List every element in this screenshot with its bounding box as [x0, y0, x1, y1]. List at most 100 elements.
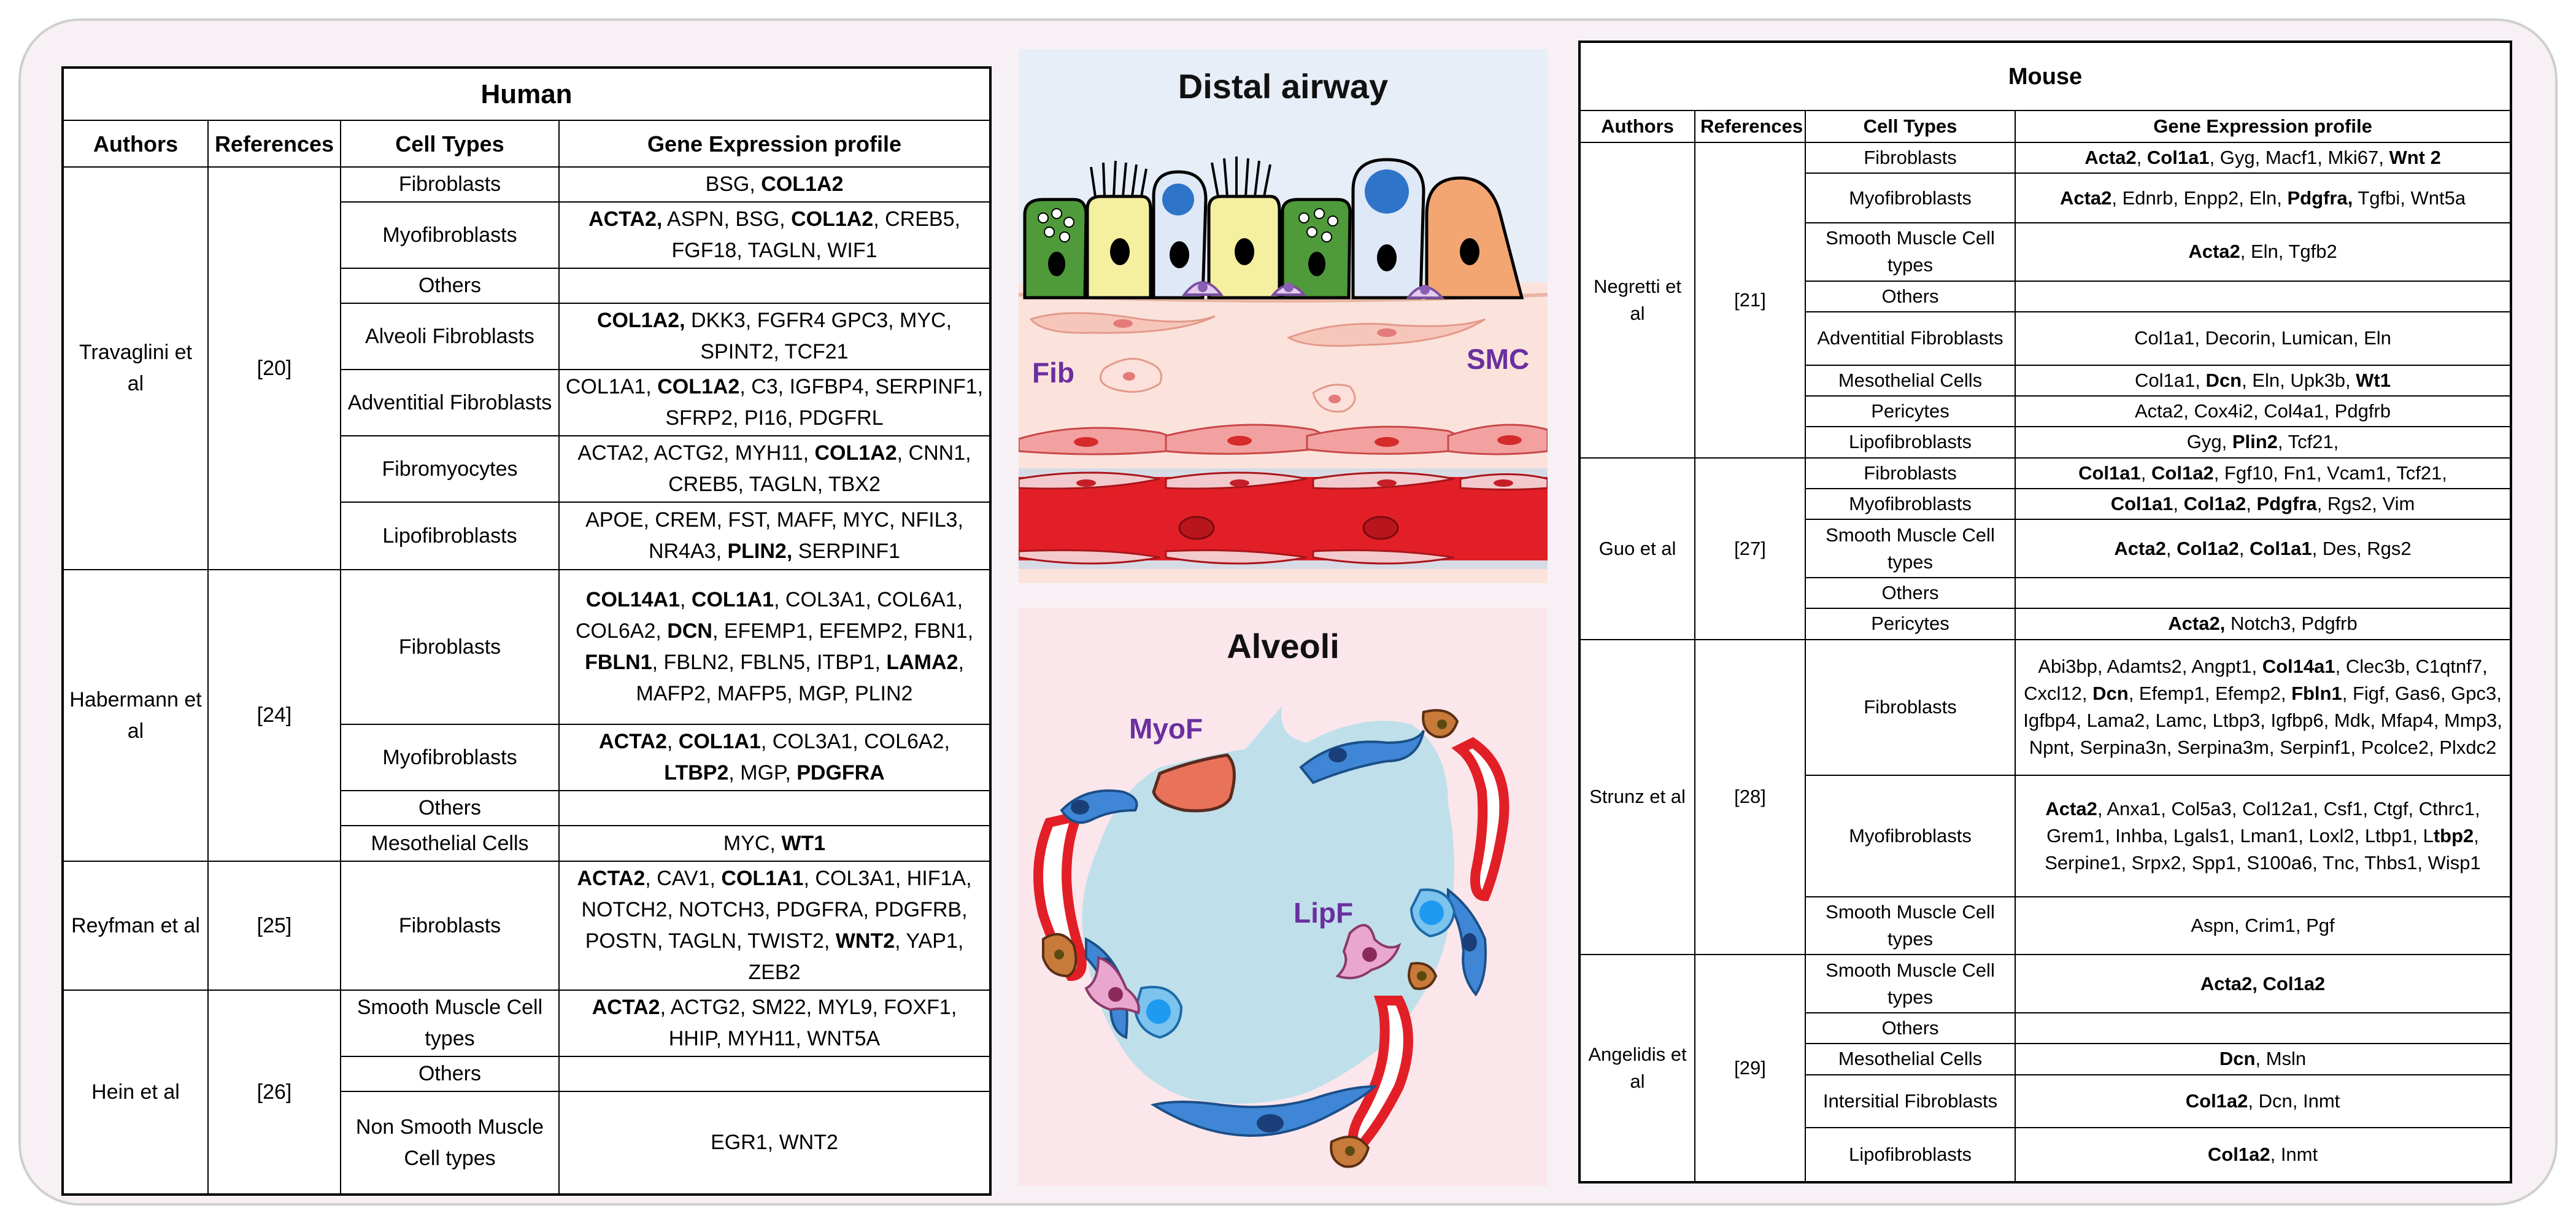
highlighted-gene: Col1a2 — [2151, 462, 2214, 484]
highlighted-gene: Col1a1 — [2110, 493, 2173, 515]
highlighted-gene: FBLN1 — [585, 651, 652, 674]
gene-expression-cell: Col1a1, Col1a2, Fgf10, Fn1, Vcam1, Tcf21… — [2014, 457, 2512, 489]
cell-type-cell: Mesothelial Cells — [1805, 364, 2016, 397]
gene-expression-cell: Acta2, Col1a1, Gyg, Macf1, Mki67, Wnt 2 — [2014, 141, 2512, 174]
highlighted-gene: COL1A2, — [596, 309, 685, 332]
table-row: Others — [1579, 576, 2512, 610]
cell-type-cell: Non Smooth Muscle Cell types — [340, 1091, 560, 1195]
highlighted-gene: Col1a1 — [2078, 462, 2141, 484]
gene-expression-cell: Col1a1, Decorin, Lumican, Eln — [2014, 311, 2512, 366]
header-references: References — [1694, 110, 1806, 143]
cell-type-cell: Smooth Muscle Cell types — [1805, 519, 2016, 578]
epithelial-cells — [1023, 157, 1524, 300]
highlighted-gene: COL14A1 — [585, 588, 680, 611]
cell-type-cell: Intersitial Fibroblasts — [1805, 1074, 2016, 1129]
fibroblasts — [1029, 312, 1486, 413]
gene-expression-cell: ACTA2, CAV1, COL1A1, COL3A1, HIF1A, NOTC… — [558, 861, 991, 991]
table-row: Others — [63, 790, 991, 826]
highlighted-gene: Dcn — [2219, 1048, 2256, 1070]
distal-airway-illustration — [1019, 49, 1548, 583]
gene-expression-cell — [2014, 280, 2512, 312]
gene-expression-cell: COL1A1, COL1A2, C3, IGFBP4, SERPINF1, SF… — [558, 369, 991, 436]
highlighted-gene: DCN — [667, 619, 712, 643]
gene-expression-cell: Acta2, Eln, Tgfb2 — [2014, 222, 2512, 282]
table-row: Angelidis et al[29]Smooth Muscle Cell ty… — [1579, 954, 2512, 1183]
reference-cell: [29] — [1694, 954, 1806, 1183]
highlighted-gene: Col14a1 — [2262, 656, 2335, 678]
cell-type-cell: Others — [340, 1056, 560, 1092]
cell-type-cell: Myofibroblasts — [340, 724, 560, 791]
gene-expression-cell — [2014, 576, 2512, 610]
highlighted-gene: COL1A1 — [721, 867, 804, 890]
highlighted-gene: COL1A2 — [657, 375, 740, 398]
smooth-muscle-cells — [1019, 424, 1548, 455]
gene-expression-cell: ACTA2, ACTG2, SM22, MYL9, FOXF1, HHIP, M… — [558, 990, 991, 1057]
cell-type-cell: Fibroblasts — [340, 569, 560, 725]
gene-expression-cell — [558, 1056, 991, 1092]
gene-expression-cell: Acta2, Col1a2, Col1a1, Des, Rgs2 — [2014, 519, 2512, 578]
alveolar-type1-cells — [1060, 729, 1487, 1137]
highlighted-gene: Acta2 — [2084, 147, 2137, 169]
highlighted-gene: Pdgfra — [2256, 493, 2317, 515]
header-authors: Authors — [62, 120, 209, 168]
gene-expression-cell: COL14A1, COL1A1, COL3A1, COL6A1, COL6A2,… — [558, 569, 991, 725]
cell-type-cell: Myofibroblasts — [1805, 487, 2016, 521]
highlighted-gene: Dcn — [2092, 683, 2129, 705]
author-cell: Travaglini et al — [62, 166, 209, 570]
cell-type-cell: Smooth Muscle Cell types — [340, 990, 560, 1057]
highlighted-gene: COL1A2 — [791, 207, 874, 231]
highlighted-gene: Acta2, Col1a2 — [2200, 972, 2326, 994]
cell-type-cell: Myofibroblasts — [1805, 172, 2016, 223]
highlighted-gene: Col1a2 — [2177, 537, 2239, 559]
table-row: Others — [1579, 280, 2512, 312]
cell-type-cell: Lipofibroblasts — [1805, 1127, 2016, 1183]
highlighted-gene: Pdgfra, — [2287, 187, 2353, 209]
author-cell: Guo et al — [1579, 457, 1695, 640]
cell-type-cell: Fibroblasts — [1805, 141, 2016, 174]
cell-type-cell: Pericytes — [1805, 395, 2016, 428]
highlighted-gene: Col1a1 — [2250, 537, 2312, 559]
gene-expression-cell: BSG, COL1A2 — [558, 166, 991, 203]
cell-type-cell: Lipofibroblasts — [1805, 426, 2016, 459]
author-cell: Reyfman et al — [62, 861, 209, 991]
highlighted-gene: Acta2 — [2188, 241, 2240, 263]
highlighted-gene: Acta2 — [2045, 797, 2097, 819]
alveoli-panel: Alveoli MyoF LipF — [1019, 608, 1548, 1186]
cell-type-cell: Fibroblasts — [1805, 457, 2016, 489]
reference-cell: [27] — [1694, 457, 1806, 640]
gene-expression-cell: Gyg, Plin2, Tcf21, — [2014, 426, 2512, 459]
highlighted-gene: Col1a2 — [2207, 1144, 2270, 1166]
cell-type-cell: Myofibroblasts — [340, 201, 560, 269]
human-table: Human Authors References Cell Types Gene… — [61, 66, 992, 1196]
gene-expression-cell — [2014, 1012, 2512, 1045]
myof-label: MyoF — [1129, 713, 1203, 745]
author-cell: Hein et al — [62, 990, 209, 1195]
highlighted-gene: LAMA2 — [886, 651, 958, 674]
gene-expression-cell: Col1a2, Dcn, Inmt — [2014, 1074, 2512, 1129]
blood-vessel — [1019, 468, 1548, 569]
reference-cell: [24] — [207, 569, 341, 862]
author-cell: Angelidis et al — [1579, 954, 1695, 1183]
cell-type-cell: Adventitial Fibroblasts — [1805, 311, 2016, 366]
cell-type-cell: Smooth Muscle Cell types — [1805, 896, 2016, 956]
human-table-title: Human — [62, 67, 991, 121]
header-cell-types: Cell Types — [1805, 110, 2016, 143]
highlighted-gene: Col1a2 — [2185, 1090, 2248, 1112]
highlighted-gene: ACTA2 — [599, 730, 667, 753]
reference-cell: [28] — [1694, 638, 1806, 956]
cell-type-cell: Myofibroblasts — [1805, 775, 2016, 897]
gene-expression-cell: Acta2, Col1a2 — [2014, 954, 2512, 1013]
